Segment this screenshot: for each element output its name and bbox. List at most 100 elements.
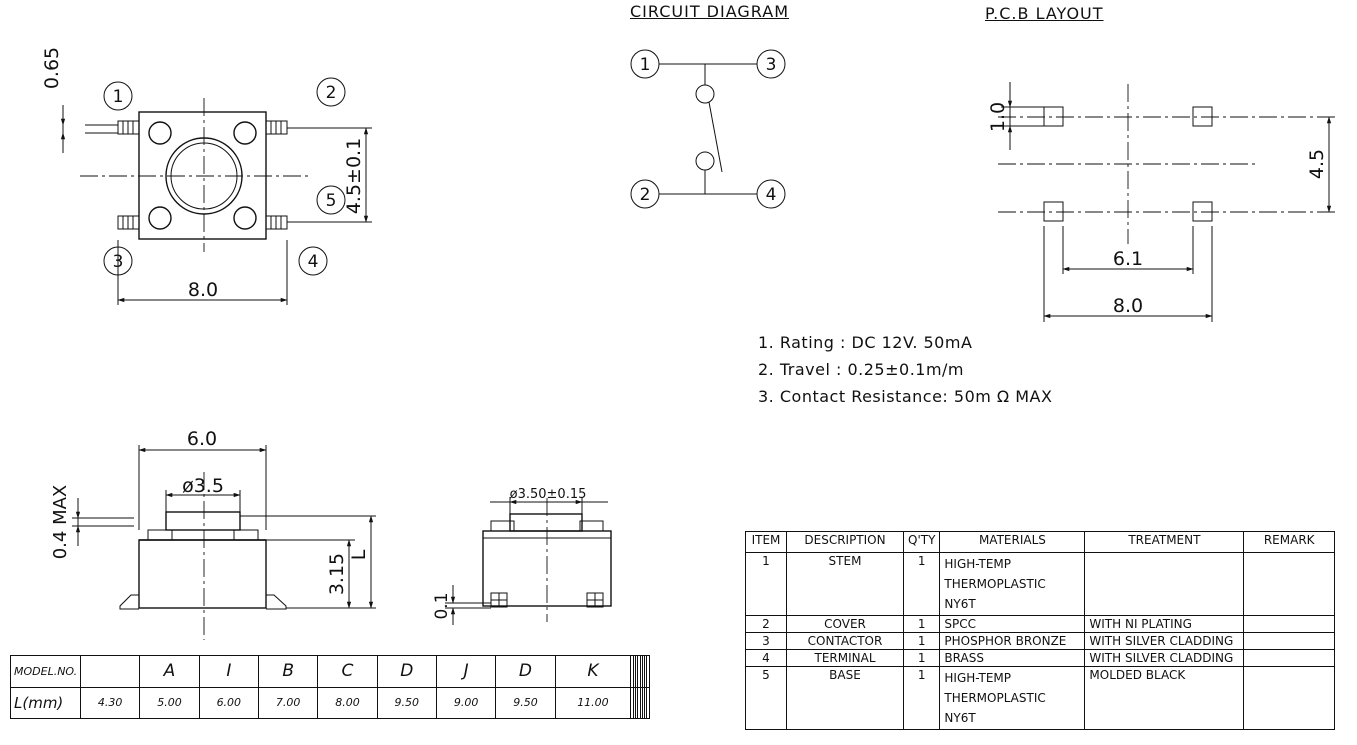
bom-row: 4 TERMINAL 1 BRASS WITH SILVER CLADDING (745, 649, 1335, 667)
side-dim-stem: ø3.5 (182, 475, 224, 497)
bom-materials: HIGH-TEMP THERMOPLASTIC NY6T (939, 552, 1086, 616)
spec-travel: 2. Travel : 0.25±0.1m/m (758, 360, 965, 379)
pcb-dim-pad: 1.0 (987, 102, 1009, 132)
side-dim-L: L (348, 549, 370, 560)
bom-materials: BRASS (939, 649, 1086, 667)
pin-label-2: 2 (326, 83, 337, 103)
bom-description: BASE (786, 666, 904, 730)
bom-row: 5 BASE 1 HIGH-TEMP THERMOPLASTIC NY6T MO… (745, 666, 1335, 730)
model-row: MODEL.NO. A I B C D J D K (10, 655, 650, 688)
bom-remark (1243, 649, 1335, 667)
switch-contact-bottom (695, 151, 715, 171)
model-letter: B (257, 655, 319, 688)
switch-body-outline (138, 111, 267, 240)
bom-treatment: WITH NI PLATING (1084, 615, 1245, 633)
side-dim-body: 6.0 (187, 428, 217, 450)
side-dim-max: 0.4 MAX (50, 485, 71, 560)
length-value: 9.50 (495, 686, 556, 719)
pcb-dim-inner: 6.1 (1113, 248, 1143, 270)
bom-description: CONTACTOR (786, 632, 904, 650)
length-value: 9.50 (376, 686, 437, 719)
pcb-layout: 6.1 8.0 4.5 1.0 (987, 82, 1335, 322)
side-dim-height: 3.15 (326, 553, 348, 595)
model-letter: J (435, 655, 497, 688)
pcb-pad-3 (1043, 201, 1064, 222)
bom-treatment: WITH SILVER CLADDING (1084, 632, 1245, 650)
terminal-left-top (117, 120, 140, 135)
bom-header-description: DESCRIPTION (786, 531, 904, 553)
bom-material-line: HIGH-TEMP (944, 671, 1012, 685)
pin-label-3: 3 (113, 252, 124, 272)
empty-cell (644, 686, 648, 719)
terminal-left-bottom (117, 215, 140, 230)
pcb-pad-2 (1192, 106, 1213, 127)
bill-of-materials-table: ITEM DESCRIPTION Q'TY MATERIALS TREATMEN… (745, 531, 1335, 730)
bom-description: STEM (786, 552, 904, 616)
bom-item: 5 (745, 666, 787, 730)
length-value: 5.00 (139, 686, 200, 719)
bom-header-qty: Q'TY (902, 531, 941, 553)
bom-item: 4 (745, 649, 787, 667)
spec-rating: 1. Rating : DC 12V. 50mA (758, 333, 973, 352)
bom-header-remark: REMARK (1243, 531, 1335, 553)
circuit-diagram: 1 3 2 4 (630, 49, 786, 209)
circuit-node-2: 2 (640, 185, 651, 205)
switch-contact-top (695, 84, 715, 104)
bom-row: 3 CONTACTOR 1 PHOSPHOR BRONZE WITH SILVE… (745, 632, 1335, 650)
dim-top-065: 0.65 (41, 47, 63, 89)
length-value: 11.00 (554, 686, 632, 719)
stem-circle (165, 137, 243, 215)
length-value: 7.00 (257, 686, 319, 719)
model-letter: K (554, 655, 632, 688)
front-dim-lead: 0.1 (432, 592, 452, 619)
bom-remark (1243, 666, 1335, 730)
side-view: 6.0 ø3.5 3.15 L 0.4 MAX (50, 428, 376, 640)
circuit-node-4: 4 (766, 185, 777, 205)
bom-row: 1 STEM 1 HIGH-TEMP THERMOPLASTIC NY6T (745, 552, 1335, 616)
bom-treatment: WITH SILVER CLADDING (1084, 649, 1245, 667)
side-stem (165, 511, 241, 531)
model-letter: A (139, 655, 200, 688)
bom-item: 3 (745, 632, 787, 650)
length-row-label: L(mm) (10, 686, 81, 719)
model-letter (79, 655, 141, 688)
bom-material-line: THERMOPLASTIC (944, 577, 1046, 591)
bom-item: 2 (745, 615, 787, 633)
top-view: 1 2 5 3 4 8.0 4.5±0.1 0.65 (41, 47, 372, 305)
circuit-node-3: 3 (766, 55, 777, 75)
bom-materials: SPCC (939, 615, 1086, 633)
bom-material-line: NY6T (944, 711, 976, 725)
bom-qty: 1 (902, 649, 941, 667)
switch-lever (708, 101, 723, 173)
bom-materials: PHOSPHOR BRONZE (939, 632, 1086, 650)
length-row: L(mm) 4.30 5.00 6.00 7.00 8.00 9.50 9.00… (10, 686, 650, 719)
model-letter: D (495, 655, 556, 688)
dim-width-8: 8.0 (188, 279, 218, 301)
spec-contact-resistance: 3. Contact Resistance: 50m Ω MAX (758, 387, 1053, 406)
pin-label-5: 5 (326, 191, 337, 211)
dim-pin-pitch: 4.5±0.1 (343, 138, 365, 214)
empty-cell (646, 655, 650, 688)
model-row-label: MODEL.NO. (10, 655, 81, 688)
length-value: 6.00 (198, 686, 259, 719)
pcb-layout-title: P.C.B LAYOUT (985, 4, 1104, 23)
model-letter: D (376, 655, 437, 688)
bom-remark (1243, 632, 1335, 650)
circuit-diagram-title: CIRCUIT DIAGRAM (630, 2, 789, 21)
bom-header-row: ITEM DESCRIPTION Q'TY MATERIALS TREATMEN… (745, 531, 1335, 553)
pcb-dim-outer: 8.0 (1113, 295, 1143, 317)
model-letter: C (317, 655, 378, 688)
pcb-pad-4 (1192, 201, 1213, 222)
bom-material-line: HIGH-TEMP (944, 557, 1012, 571)
bom-qty: 1 (902, 615, 941, 633)
length-value: 8.00 (317, 686, 378, 719)
bom-item: 1 (745, 552, 787, 616)
bom-description: TERMINAL (786, 649, 904, 667)
length-value: 9.00 (435, 686, 497, 719)
terminal-right-top (265, 120, 288, 135)
front-dim-stem: ø3.50±0.15 (510, 487, 587, 502)
bom-remark (1243, 615, 1335, 633)
bom-header-materials: MATERIALS (939, 531, 1086, 553)
circuit-node-1: 1 (640, 55, 651, 75)
